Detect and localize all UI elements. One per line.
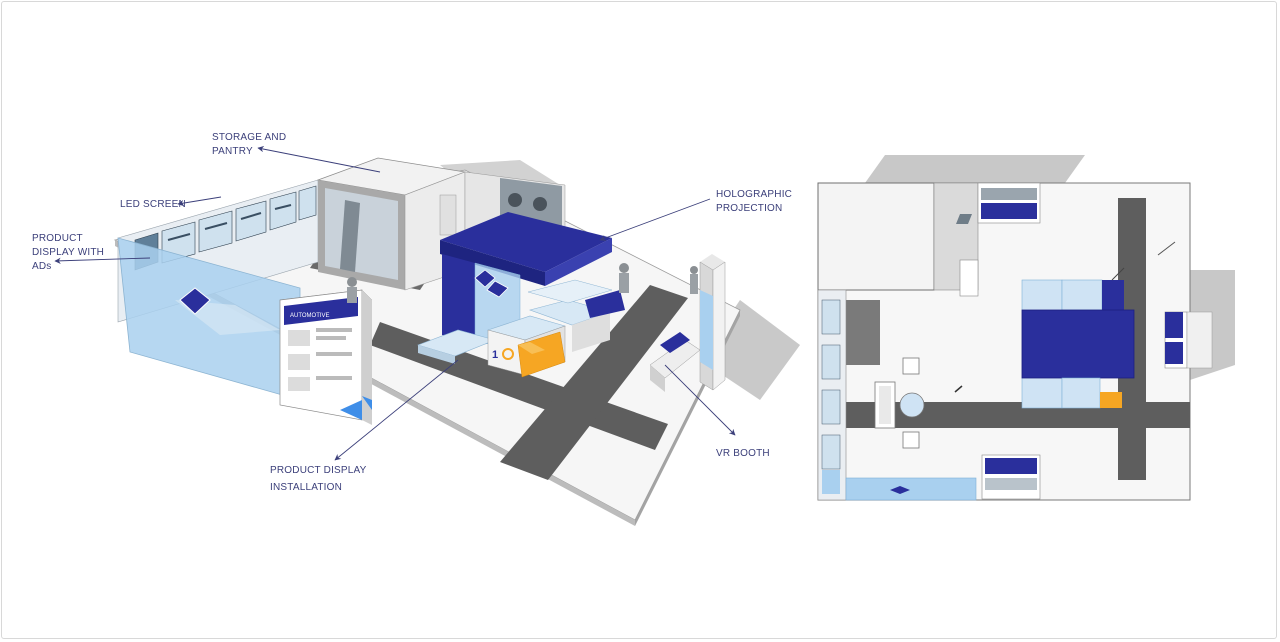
label-holo-line2: PROJECTION xyxy=(716,203,782,214)
arrow-installation xyxy=(334,359,459,461)
label-led-screen: LED SCREEN xyxy=(120,199,186,210)
mmc-logo-holo xyxy=(474,269,509,298)
shadow xyxy=(865,155,1085,183)
label-holo-line1: HOLOGRAPHIC xyxy=(716,189,792,200)
label-vr-booth: VR BOOTH xyxy=(716,448,770,459)
mmc-logo-glass xyxy=(179,287,211,315)
walkway xyxy=(500,285,688,480)
plan-meeting-table xyxy=(874,357,963,449)
label-storage-line1: STORAGE AND xyxy=(212,132,286,143)
plan-glass-display xyxy=(845,477,977,501)
plan-mmc-logo xyxy=(890,486,910,494)
arrow-led-screen xyxy=(177,196,222,207)
plan-ads-panel xyxy=(981,454,1041,500)
label-storage-line2: PANTRY xyxy=(212,146,253,157)
anniversary-mark-circle xyxy=(502,348,514,360)
product-display-installation: 1 xyxy=(417,279,625,378)
person-figure xyxy=(347,277,357,303)
anniversary-mark: 1 xyxy=(492,349,498,361)
label-product-ads-line2: DISPLAY WITH xyxy=(32,247,104,258)
label-product-ads-line3: ADs xyxy=(32,261,52,272)
plan-vr-booth xyxy=(1157,241,1213,369)
plan-led-wall xyxy=(817,289,847,501)
walkway xyxy=(838,402,1190,428)
panel-heading: AUTOMOTIVE xyxy=(290,313,330,319)
walkway xyxy=(845,300,880,365)
plan-fixture-icon xyxy=(956,214,972,224)
arrow-vr-booth xyxy=(664,364,736,436)
plan-pantry-wall xyxy=(933,182,979,291)
label-product-ads-line1: PRODUCT xyxy=(32,233,83,244)
vr-booth xyxy=(649,254,726,392)
label-installation-line2: INSTALLATION xyxy=(270,482,342,493)
storage-pantry-block xyxy=(316,157,566,291)
plan-cabinet xyxy=(959,259,979,297)
plan-storage-pantry xyxy=(817,182,935,291)
person-figure xyxy=(690,266,698,294)
ads-display-panel: AUTOMOTIVE xyxy=(279,289,373,425)
plan-photo-panel xyxy=(977,182,1041,224)
person-figure xyxy=(619,263,629,293)
arrow-holographic xyxy=(599,198,711,241)
perspective-view: AUTOMOTIVE xyxy=(113,157,800,526)
arrow-storage xyxy=(257,146,381,173)
callout-arrows xyxy=(54,146,736,461)
callout-labels: STORAGE AND PANTRY LED SCREEN PRODUCT DI… xyxy=(32,132,792,493)
arrow-product-ads xyxy=(54,257,151,264)
label-installation-line1: PRODUCT DISPLAY xyxy=(270,465,367,476)
plan-view xyxy=(817,155,1235,501)
plan-holographic-booth xyxy=(1021,267,1135,409)
